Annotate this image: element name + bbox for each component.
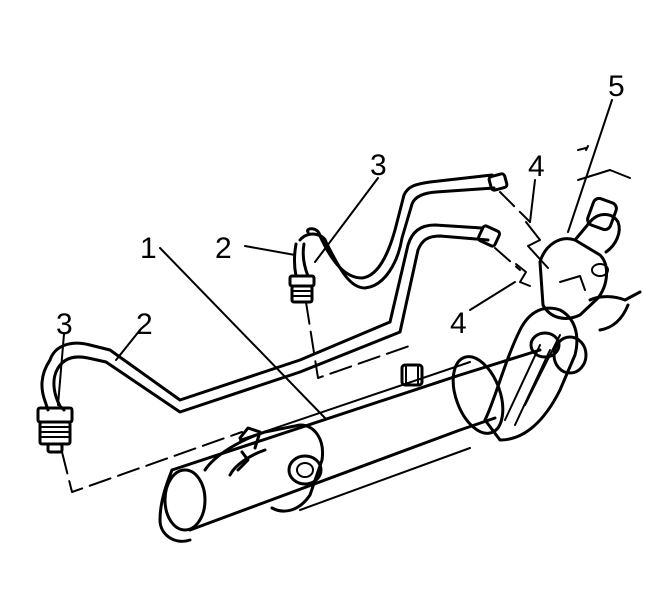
pipe-clip <box>400 363 424 387</box>
callout-2-upper: 2 <box>215 232 232 265</box>
callout-3-lower: 3 <box>56 308 73 341</box>
steering-valve-housing <box>538 145 642 332</box>
right-mounting-bracket <box>483 306 588 442</box>
left-mounting-bracket <box>158 423 325 543</box>
leader-lines <box>57 99 613 419</box>
upper-hose-end-fitting <box>288 242 316 304</box>
callout-4-upper: 4 <box>528 150 545 183</box>
callout-labels: 1 2 3 2 3 4 4 5 <box>56 70 625 341</box>
callout-4-lower: 4 <box>450 307 467 340</box>
left-hose-end-fitting <box>36 358 74 454</box>
callout-3-upper: 3 <box>370 149 387 182</box>
steering-gear-housing <box>170 348 542 532</box>
lower-pressure-pipe <box>48 223 502 414</box>
alignment-lines <box>61 191 549 493</box>
callout-1: 1 <box>140 232 157 265</box>
callout-5: 5 <box>608 70 625 103</box>
upper-pressure-pipe <box>298 172 509 290</box>
callout-2-lower: 2 <box>136 308 153 341</box>
